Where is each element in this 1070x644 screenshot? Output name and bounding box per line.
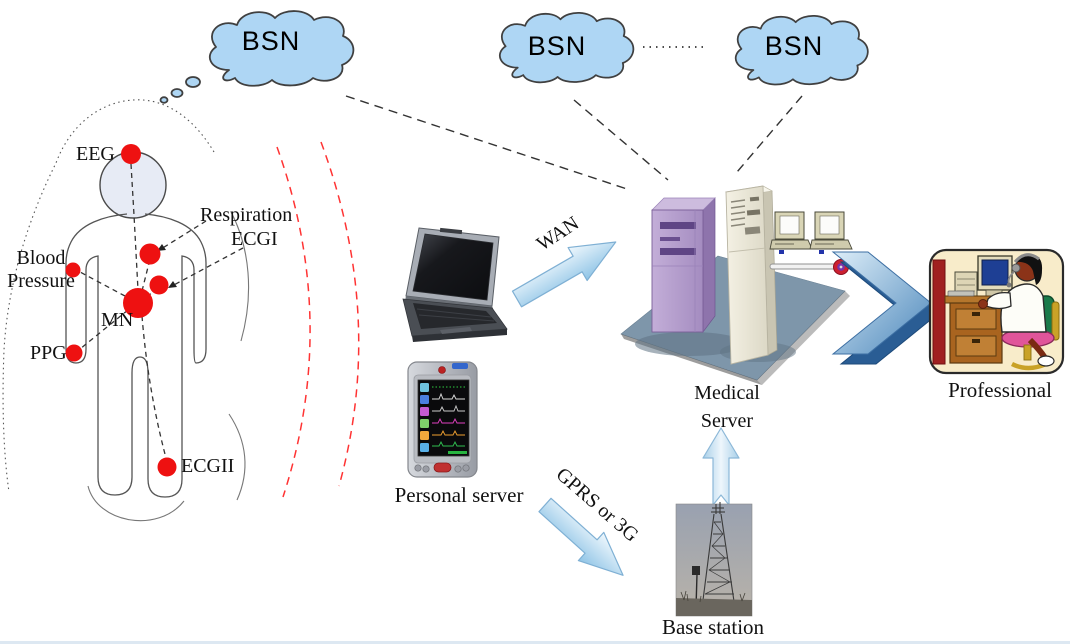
medical-server-label: Medical Server [694,382,760,432]
terminal-rail [769,263,844,270]
personal-server-label: Personal server [394,483,524,507]
cloud2-server-link [573,99,669,181]
gprs-arrow-icon [538,497,624,576]
wireless-wave-arcs [276,141,360,498]
blood-pressure-sensor-dot [65,262,81,278]
cloud3-server-link [736,95,803,173]
medical-server-icon [620,185,853,385]
server-professional-arrow-icon [831,251,940,365]
ecg2-sensor-dot [157,457,177,477]
terminal-computers [769,211,853,275]
mn-label: MN [101,309,134,331]
ppg-label: PPG [30,342,67,364]
cloud1-server-link [345,95,631,191]
bsn-cloud-1-label: BSN [241,25,301,56]
bsn-cloud-3-label: BSN [764,30,824,61]
ppg-sensor-dot [65,344,83,362]
pda-icon [407,361,478,478]
bsn-cloud-2-label: BSN [527,30,587,61]
purple-server-tower [651,197,716,334]
sensor-network-lines [79,163,244,459]
wan-arrow-icon [511,241,617,308]
respiration-label: Respiration [200,204,293,226]
cream-server-tower [724,185,778,365]
pda-screen-icons [420,383,429,452]
body-figure [65,144,244,498]
base-station-label: Base station [661,615,765,639]
ecg1-sensor-dot [149,275,169,295]
mn-node-dot [123,288,153,318]
page-edge-strip [0,641,1070,644]
blood-pressure-label: Blood Pressure [7,247,75,292]
laptop-icon [402,227,508,342]
basestation-server-arrow-icon [702,427,740,506]
pda-waveforms [432,386,467,454]
eeg-sensor-dot [121,144,141,164]
cloud-connectors [345,46,803,191]
respiration-sensor-dot [139,243,161,265]
ecg2-label: ECGII [181,455,235,477]
professional-icon [928,248,1065,375]
base-station-icon [675,502,753,617]
body-boundary-arcs [2,99,250,522]
ecg1-label: ECGI [231,228,278,250]
ecg1-arrowhead [168,281,177,288]
eeg-label: EEG [76,143,115,165]
pda-buttons [414,462,470,473]
sensor-dots [65,144,177,477]
professional-label: Professional [948,378,1052,402]
bsn-cloud-1-icon [159,10,355,104]
